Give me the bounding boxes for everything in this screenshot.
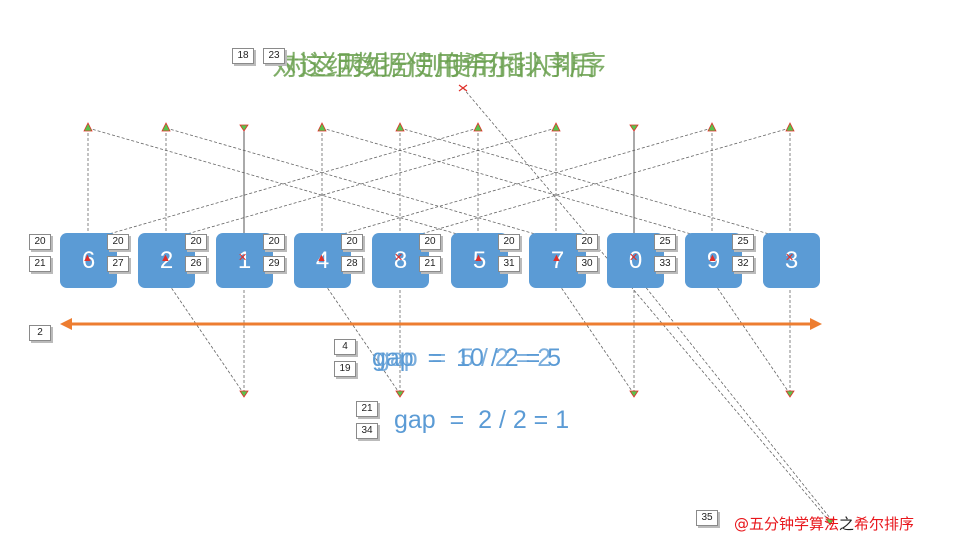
gap-formula-overlap: gap = 5 / 2 = 2 [376, 344, 552, 372]
cell-value: 7 [550, 247, 565, 274]
cell-value: 2 [159, 247, 174, 274]
path-start-marker [395, 122, 405, 132]
cell-value: 4 [315, 247, 330, 274]
path-end-marker [629, 390, 639, 398]
cell-value: 3 [784, 247, 799, 274]
animation-tag[interactable]: 26 [185, 256, 207, 272]
animation-tag[interactable]: 28 [341, 256, 363, 272]
title-insertion-sort: 对这两组分别使用插入排序 [282, 51, 606, 82]
animation-tag[interactable]: 20 [263, 234, 285, 250]
animation-tag[interactable]: 20 [185, 234, 207, 250]
motion-marker-icon: ▲ [82, 252, 93, 264]
animation-tag[interactable]: 19 [334, 361, 356, 377]
animation-tag[interactable]: 31 [498, 256, 520, 272]
connector-line [399, 127, 791, 241]
motion-marker-icon: ✕ [785, 252, 795, 264]
animation-tag[interactable]: 29 [263, 256, 285, 272]
connector-line [321, 127, 713, 241]
animation-tag[interactable]: 20 [29, 234, 51, 250]
footer-topic: 希尔排序 [854, 515, 915, 533]
cell-value: 5 [472, 247, 487, 274]
animation-tag[interactable]: 32 [732, 256, 754, 272]
path-start-marker [551, 122, 561, 132]
motion-marker-icon: ✕ [394, 252, 404, 264]
path-end-marker [785, 390, 795, 398]
motion-marker-icon: ▲ [473, 252, 484, 264]
connector-line [462, 87, 831, 523]
path-end-marker [458, 84, 468, 92]
cell-value: 6 [81, 247, 96, 274]
animation-tag[interactable]: 25 [732, 234, 754, 250]
range-arrow [60, 318, 822, 330]
animation-tag[interactable]: 33 [654, 256, 676, 272]
cell-value: 1 [237, 247, 252, 274]
animation-tag[interactable]: 27 [107, 256, 129, 272]
animation-tag[interactable]: 2 [29, 325, 51, 341]
animation-tag[interactable]: 20 [341, 234, 363, 250]
gap-formula-second: gap = 2 / 2 = 1 [394, 406, 570, 434]
animation-tag[interactable]: 4 [334, 339, 356, 355]
connector-line [165, 279, 245, 395]
motion-marker-icon: ▲ [316, 252, 327, 264]
animation-tag[interactable]: 20 [576, 234, 598, 250]
connector-line [711, 279, 791, 395]
path-end-marker [395, 390, 405, 398]
path-end-marker [239, 390, 249, 398]
cell-value: 8 [393, 247, 408, 274]
motion-marker-icon: ▲ [160, 252, 171, 264]
path-start-marker [473, 122, 483, 132]
connector-line [639, 279, 831, 519]
connector-line [321, 279, 401, 395]
animation-tag[interactable]: 34 [356, 423, 378, 439]
path-start-marker [785, 122, 795, 132]
motion-marker-icon: ✕ [629, 252, 639, 264]
path-start-marker [239, 124, 249, 132]
animation-tag[interactable]: 20 [107, 234, 129, 250]
footer-credit: @五分钟学算法之希尔排序 [734, 513, 914, 534]
motion-marker-icon: ▲ [707, 252, 718, 264]
animation-tag[interactable]: 30 [576, 256, 598, 272]
footer-author: @五分钟学算法 [734, 515, 840, 533]
animation-tag[interactable]: 35 [696, 510, 718, 526]
animation-tag[interactable]: 20 [498, 234, 520, 250]
cell-value: 9 [706, 247, 721, 274]
motion-marker-icon: ✕ [238, 252, 248, 264]
footer-joiner: 之 [839, 515, 855, 533]
animation-tag[interactable]: 21 [356, 401, 378, 417]
array-cell: 3✕ [763, 233, 820, 288]
animation-tag[interactable]: 21 [29, 256, 51, 272]
path-start-marker [83, 122, 93, 132]
animation-tag[interactable]: 25 [654, 234, 676, 250]
path-end-marker [825, 518, 835, 526]
gap-formula-first: gap = 10 / 2 = 5 [372, 344, 562, 372]
connector-line [165, 127, 557, 241]
path-start-marker [707, 122, 717, 132]
path-start-marker [629, 124, 639, 132]
motion-marker-icon: ▲ [551, 252, 562, 264]
path-start-marker [161, 122, 171, 132]
animation-tag[interactable]: 23 [263, 48, 285, 64]
animation-tag[interactable]: 18 [232, 48, 254, 64]
connector-line [555, 279, 635, 395]
animation-tag[interactable]: 20 [419, 234, 441, 250]
connector-line [87, 127, 479, 241]
cell-value: 0 [628, 247, 643, 274]
path-start-marker [317, 122, 327, 132]
animation-tag[interactable]: 21 [419, 256, 441, 272]
title-after-shell-sort: 对这组数据使用希尔排序后 [272, 51, 596, 82]
